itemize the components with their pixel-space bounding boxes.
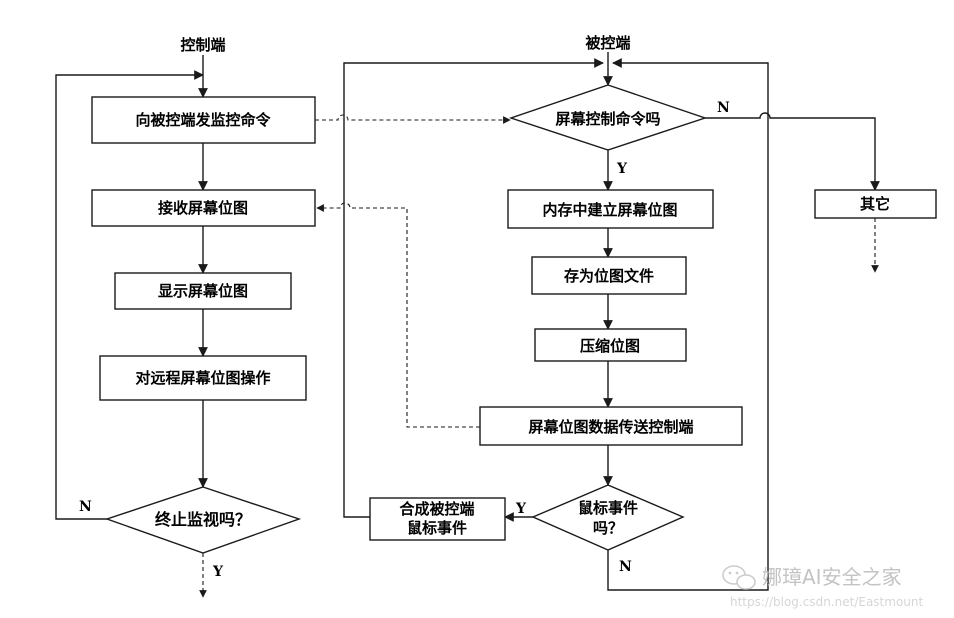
build-bitmap-box (507, 189, 714, 229)
operate-remote-label: 对远程屏幕位图操作 (135, 369, 270, 387)
transmit-label: 屏幕位图数据传送控制端 (528, 418, 693, 436)
stop-monitor-diamond (104, 486, 302, 554)
mouse-event-diamond (531, 484, 685, 551)
receive-bitmap-label: 接收屏幕位图 (158, 199, 248, 217)
receive-bitmap-box (91, 189, 316, 227)
controller-header: 控制端 (180, 36, 225, 54)
stop-no-label: N (79, 499, 92, 515)
controller-boxes (91, 96, 316, 554)
screen-cmd-label: 屏幕控制命令吗 (555, 110, 660, 128)
build-bitmap-label: 内存中建立屏幕位图 (542, 201, 677, 219)
compress-label: 压缩位图 (580, 337, 640, 355)
controller-connectors (55, 55, 208, 598)
compose-mouse-event-box (369, 497, 506, 541)
mouse-event-label-1: 鼠标事件 (578, 499, 638, 517)
loop-back-no (55, 70, 204, 520)
compose-label-1: 合成被控端 (398, 500, 474, 518)
arrow-screen-cmd-no (705, 112, 880, 191)
transmit-box (479, 406, 743, 446)
watermark-brand: 娜璋AI安全之家 (762, 565, 902, 589)
dashed-send-command (315, 114, 511, 124)
show-bitmap-label: 显示屏幕位图 (158, 282, 248, 300)
compose-label-2: 鼠标事件 (407, 519, 467, 537)
screen-cmd-diamond (508, 84, 708, 151)
show-bitmap-box (114, 272, 292, 310)
mouse-event-label-2: 吗？ (593, 519, 623, 537)
screen-cmd-no-label: N (717, 100, 730, 116)
wechat-icon (722, 565, 756, 590)
screen-cmd-yes-label: Y (616, 161, 628, 177)
loop-mouse-no (607, 58, 769, 591)
watermark: 娜璋AI安全之家 https://blog.csdn.net/Eastmount (722, 565, 923, 609)
other-label: 其它 (860, 195, 890, 213)
stop-yes-label: Y (212, 564, 224, 580)
mouse-no-label: N (619, 559, 632, 575)
stop-monitor-label: 终止监视吗？ (155, 510, 251, 529)
operate-remote-box (99, 355, 307, 401)
save-bitmap-box (531, 256, 687, 295)
other-box (814, 189, 937, 219)
controlled-connectors (343, 52, 880, 591)
save-bitmap-label: 存为位图文件 (564, 267, 654, 285)
loop-compose-back (343, 58, 604, 518)
send-monitor-cmd-box (91, 96, 316, 144)
cross-links (315, 114, 511, 428)
send-monitor-cmd-label: 向被控端发监控命令 (135, 111, 271, 129)
controlled-boxes (369, 84, 937, 551)
mouse-yes-label: Y (515, 501, 527, 517)
controlled-header: 被控端 (585, 34, 630, 52)
watermark-url: https://blog.csdn.net/Eastmount (730, 595, 923, 609)
dashed-send-bitmap (316, 202, 480, 428)
compress-box (534, 328, 687, 362)
labels: 控制端 向被控端发监控命令 接收屏幕位图 显示屏幕位图 对远程屏幕位图操作 终止… (79, 34, 890, 580)
